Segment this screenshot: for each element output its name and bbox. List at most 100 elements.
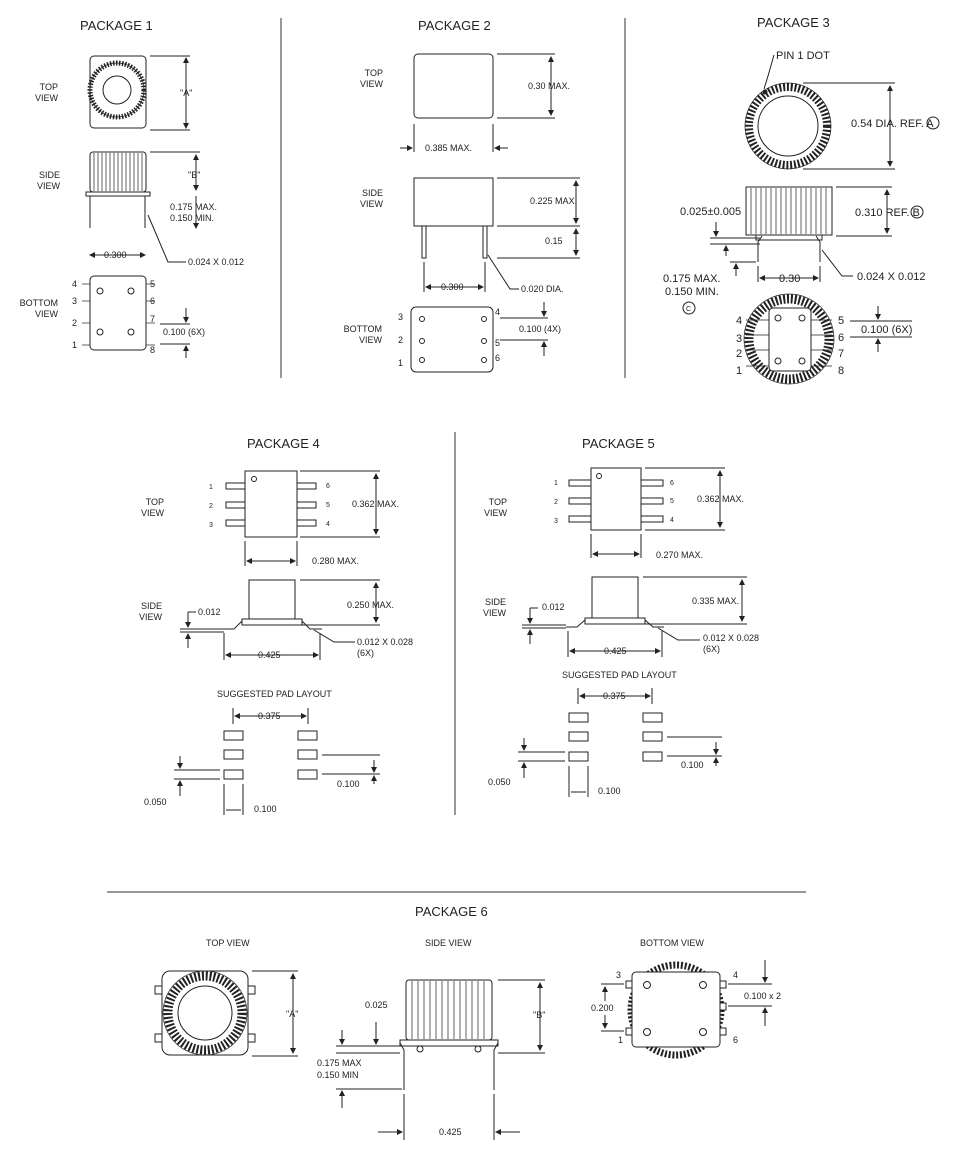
package-2-pin-4: 4	[495, 307, 500, 317]
package-3-coil-side	[745, 186, 833, 236]
package-1-pitch: 0.300	[104, 250, 127, 260]
package-3-toroid-bottom	[744, 294, 834, 384]
package-2-pin-3: 3	[398, 312, 403, 322]
package-2-pin-spacing: 0.100 (4X)	[519, 324, 561, 334]
package-2-title: PACKAGE 2	[418, 18, 491, 33]
package-6-pin-6: 6	[733, 1035, 738, 1045]
package-3-lead-min: 0.150 MIN.	[665, 286, 719, 298]
package-2-side-height: 0.225 MAX.	[530, 196, 577, 206]
package-6-toroid-top	[163, 971, 247, 1055]
package-3-pin-4: 4	[736, 315, 742, 327]
package-1-pin-6: 6	[150, 296, 155, 306]
package-2-width: 0.385 MAX.	[425, 143, 472, 153]
package-4-width: 0.280 MAX.	[312, 556, 359, 566]
package-6-bottom-view-label: BOTTOM VIEW	[640, 938, 704, 948]
package-2-pitch: 0.300	[441, 282, 464, 292]
package-5-pin-2: 2	[554, 499, 558, 506]
package-2-lead-dia: 0.020 DIA.	[521, 284, 564, 294]
package-2-pin-1: 1	[398, 358, 403, 368]
package-1-pin-8: 8	[150, 345, 155, 355]
package-6-dim-a: "A"	[286, 1009, 298, 1019]
package-3-height: 0.310 REF. B	[855, 207, 920, 219]
package-3-pin-1: 1	[736, 365, 742, 377]
package-2-side-body	[413, 177, 494, 227]
package-1-pin-2: 2	[72, 318, 77, 328]
package-2-pin-5: 5	[495, 338, 500, 348]
package-1-bottom-body	[89, 275, 147, 351]
package-5-lead-count: (6X)	[703, 644, 720, 654]
package-3-c-mark: C	[686, 306, 691, 313]
package-6-standoff: 0.025	[365, 1000, 388, 1010]
package-2-pin-2: 2	[398, 335, 403, 345]
package-5-pin-4: 4	[670, 517, 674, 524]
package-5-span: 0.425	[604, 646, 627, 656]
package-4-pad-title: SUGGESTED PAD LAYOUT	[217, 689, 332, 699]
package-5-side-body	[591, 576, 639, 619]
package-3-lead-max: 0.175 MAX.	[663, 273, 720, 285]
package-6-lead-min: 0.150 MIN	[317, 1070, 359, 1080]
package-1-pin-1: 1	[72, 340, 77, 350]
package-6-coil-side	[405, 979, 493, 1041]
package-1-pin-5: 5	[150, 279, 155, 289]
package-5-pad-h: 0.050	[488, 777, 511, 787]
package-3-title: PACKAGE 3	[757, 15, 830, 30]
package-1-pin-4: 4	[72, 279, 77, 289]
package-6-top-view-label: TOP VIEW	[206, 938, 250, 948]
package-5-lead-t: 0.012	[542, 602, 565, 612]
package-6-bottom-body	[631, 971, 721, 1048]
package-1-lead-size: 0.024 X 0.012	[188, 257, 244, 267]
package-4-lead-t: 0.012	[198, 607, 221, 617]
package-3-lead-size: 0.024 X 0.012	[857, 271, 926, 283]
package-4-pin-1: 1	[209, 484, 213, 491]
package-1-lead-min: 0.150 MIN.	[170, 213, 214, 223]
package-4-pin-6: 6	[326, 483, 330, 490]
package-5-height: 0.362 MAX.	[697, 494, 744, 504]
package-1-dim-a: "A"	[180, 88, 192, 98]
package-3-pin-2: 2	[736, 348, 742, 360]
package-6: PACKAGE 6 TOP VIEW SIDE VIEW BOTTOM VIEW…	[154, 904, 781, 1140]
package-2-lead: 0.15	[545, 236, 563, 246]
package-5-pad-w: 0.100	[598, 786, 621, 796]
package-5-title: PACKAGE 5	[582, 436, 655, 451]
package-5-pad-pitch: 0.100	[681, 760, 704, 770]
package-6-span: 0.425	[439, 1127, 462, 1137]
package-6-pin-4: 4	[733, 970, 738, 980]
package-5-pad-span: 0.375	[603, 691, 626, 701]
package-4-side-height: 0.250 MAX.	[347, 600, 394, 610]
package-4-pad-pitch: 0.100	[337, 779, 360, 789]
package-1-pin-spacing: 0.100 (6X)	[163, 327, 205, 337]
package-4-pin-5: 5	[326, 502, 330, 509]
package-3-standoff: 0.025±0.005	[680, 206, 741, 218]
package-3-pin-6: 6	[838, 332, 844, 344]
package-5-lead-size: 0.012 X 0.028	[703, 633, 759, 643]
package-3-pin-3: 3	[736, 333, 742, 345]
package-4-pin-4: 4	[326, 521, 330, 528]
package-6-pin-spacing: 0.100 x 2	[744, 991, 781, 1001]
package-1-dim-b: "B"	[188, 170, 200, 180]
package-4-lead-count: (6X)	[357, 648, 374, 658]
package-2-height: 0.30 MAX.	[528, 81, 570, 91]
package-6-pin-3: 3	[616, 970, 621, 980]
package-6-dim-b: "B"	[533, 1010, 545, 1020]
package-4-pad-h: 0.050	[144, 797, 167, 807]
package-3-pin-8: 8	[838, 365, 844, 377]
package-2-top-body	[413, 53, 494, 119]
package-5-pin-1: 1	[554, 480, 558, 487]
package-3-pin1-dot: PIN 1 DOT	[776, 50, 830, 62]
package-5-width: 0.270 MAX.	[656, 550, 703, 560]
package-3-pin-7: 7	[838, 348, 844, 360]
package-3-toroid-top	[745, 83, 831, 169]
package-3-pin-spacing: 0.100 (6X)	[861, 324, 912, 336]
package-4-pin-2: 2	[209, 503, 213, 510]
